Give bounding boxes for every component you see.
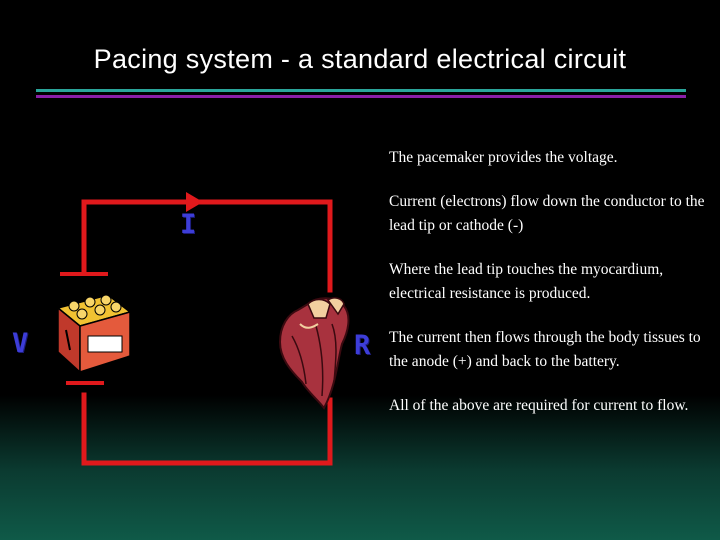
paragraph-5: All of the above are required for curren… <box>389 397 689 414</box>
current-label: I <box>180 209 197 240</box>
voltage-label: V <box>12 328 29 359</box>
explanation-text: The pacemaker provides the voltage. Curr… <box>389 146 705 438</box>
paragraph-2: Current (electrons) flow down the conduc… <box>389 193 705 234</box>
heart-icon <box>278 297 350 410</box>
slide-title: Pacing system - a standard electrical ci… <box>93 44 627 74</box>
wire-bottom <box>81 392 333 466</box>
paragraph-4: The current then flows through the body … <box>389 329 701 370</box>
wire-top <box>81 199 333 293</box>
title-underline-teal <box>36 89 686 92</box>
circuit-wires <box>81 199 333 466</box>
paragraph-1: The pacemaker provides the voltage. <box>389 149 618 166</box>
resistance-label: R <box>354 330 371 361</box>
arrow-icon <box>186 192 203 212</box>
battery-icon <box>56 294 132 374</box>
paragraph-3: Where the lead tip touches the myocardiu… <box>389 261 664 302</box>
title-underline-purple <box>36 95 686 98</box>
